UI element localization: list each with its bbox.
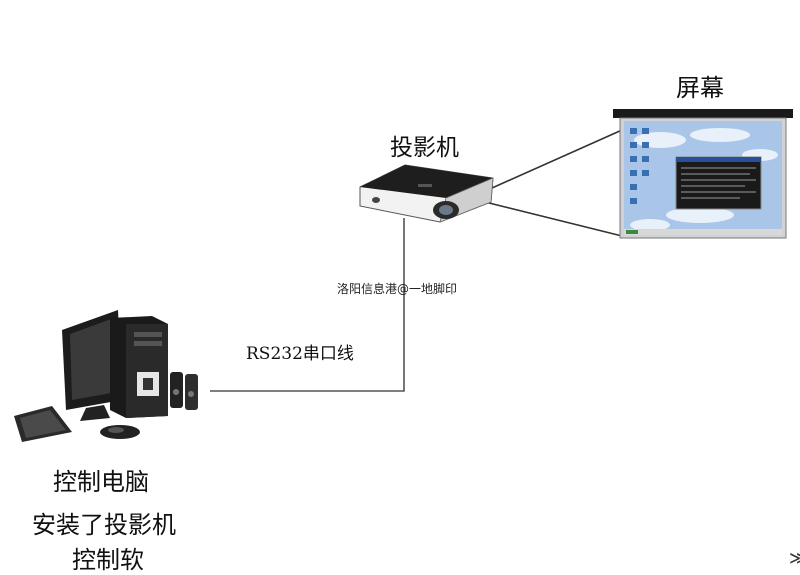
projection-beam-top <box>491 129 623 189</box>
computer-label-line3: 控制软 <box>72 546 144 574</box>
rs232-cable-line <box>210 218 405 392</box>
screen-label: 屏幕 <box>676 74 724 102</box>
projection-screen-icon <box>613 109 793 239</box>
watermark-text: 洛阳信息港@一地脚印 <box>337 282 458 296</box>
cable-label: RS232串口线 <box>246 344 354 364</box>
edge-glyph: ≫ <box>789 548 800 569</box>
computer-label-line2: 安装了投影机 <box>32 511 176 539</box>
computer-label-line1: 控制电脑 <box>53 468 149 496</box>
desktop-computer-icon <box>14 310 198 442</box>
projection-beam-bottom <box>484 201 623 237</box>
projector-icon <box>359 164 494 223</box>
projector-label: 投影机 <box>390 135 459 161</box>
